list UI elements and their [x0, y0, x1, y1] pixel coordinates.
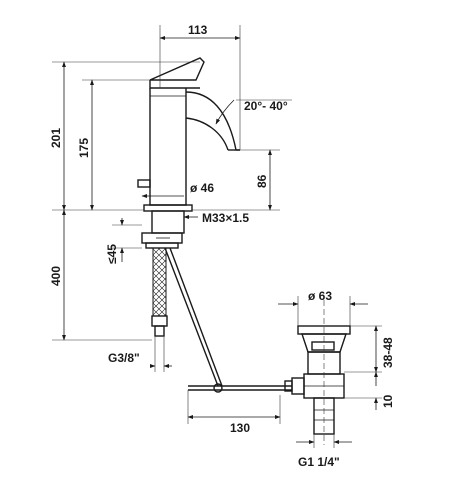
label-hose-length: 400	[49, 266, 63, 286]
label-rod-length: 130	[230, 421, 250, 435]
waste-assembly	[284, 300, 351, 445]
label-waste-diameter: ø 63	[308, 289, 332, 303]
dimension-labels: 113 201 175 20°- 40° ø 46 86 M33×1.5 ≤45…	[49, 23, 395, 469]
label-thread: M33×1.5	[202, 211, 249, 225]
label-spout-reach: 113	[188, 23, 208, 37]
label-waste-height-range: 38-48	[381, 337, 395, 368]
label-spout-angle: 20°- 40°	[244, 99, 288, 113]
dimension-lines	[52, 25, 382, 448]
label-total-height: 201	[49, 128, 63, 148]
faucet-body	[137, 57, 292, 393]
label-base-diameter: ø 46	[190, 181, 214, 195]
label-spout-height: 86	[255, 174, 269, 188]
label-waste-offset: 10	[381, 394, 395, 408]
label-handle-height: 175	[77, 138, 91, 158]
label-waste-thread: G1 1/4"	[298, 455, 340, 469]
label-max-deck: ≤45	[105, 244, 119, 264]
label-hose-connection: G3/8"	[108, 351, 140, 365]
